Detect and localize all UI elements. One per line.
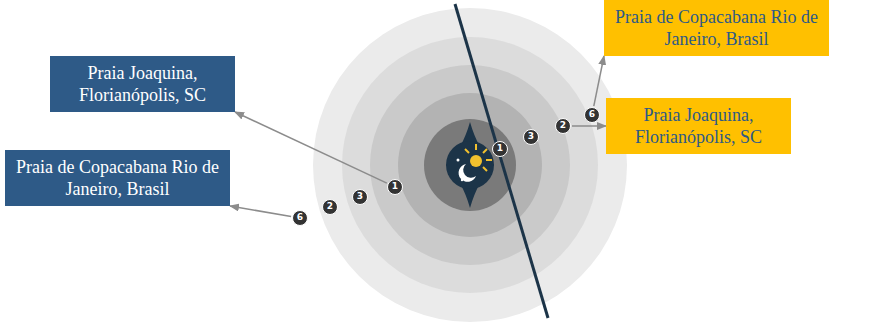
dot-number: 6 <box>589 109 595 119</box>
location-box: Praia Joaquina, Florianópolis, SC <box>606 98 791 154</box>
star <box>457 159 460 162</box>
position-dot: 2 <box>322 199 338 215</box>
dot-number: 2 <box>327 201 333 211</box>
location-name: Praia de Copacabana Rio de Janeiro, Bras… <box>15 156 220 200</box>
ring <box>398 93 542 237</box>
ring <box>342 37 598 293</box>
leader-arrow <box>235 112 387 183</box>
location-name: Praia Joaquina, Florianópolis, SC <box>60 62 225 106</box>
dot-number: 1 <box>497 143 503 153</box>
sun-rays <box>465 144 492 171</box>
position-dot: 2 <box>555 118 571 134</box>
dot-number: 2 <box>560 120 566 130</box>
center-drop <box>446 122 494 208</box>
position-dot: 6 <box>292 210 308 226</box>
center-disc <box>446 141 494 189</box>
leader-arrow <box>594 56 604 106</box>
location-box: Praia de Copacabana Rio de Janeiro, Bras… <box>5 150 230 206</box>
dot-number: 3 <box>357 191 363 201</box>
ring <box>370 65 570 265</box>
sun-symbol <box>470 155 482 167</box>
moon-symbol <box>459 164 476 182</box>
position-dot: 1 <box>387 179 403 195</box>
leader-arrow <box>230 206 291 216</box>
position-dot: 3 <box>352 189 368 205</box>
dot-number: 1 <box>392 181 398 191</box>
leader-arrow <box>572 125 606 127</box>
location-name: Praia de Copacabana Rio de Janeiro, Bras… <box>614 6 819 50</box>
location-box: Praia Joaquina, Florianópolis, SC <box>50 56 235 112</box>
position-dot: 3 <box>523 129 539 145</box>
location-name: Praia Joaquina, Florianópolis, SC <box>616 104 781 148</box>
dot-number: 6 <box>297 212 303 222</box>
star <box>461 179 463 181</box>
location-box: Praia de Copacabana Rio de Janeiro, Bras… <box>604 0 829 56</box>
dot-number: 3 <box>528 131 534 141</box>
position-dot: 1 <box>492 141 508 157</box>
position-dot: 6 <box>584 107 600 123</box>
